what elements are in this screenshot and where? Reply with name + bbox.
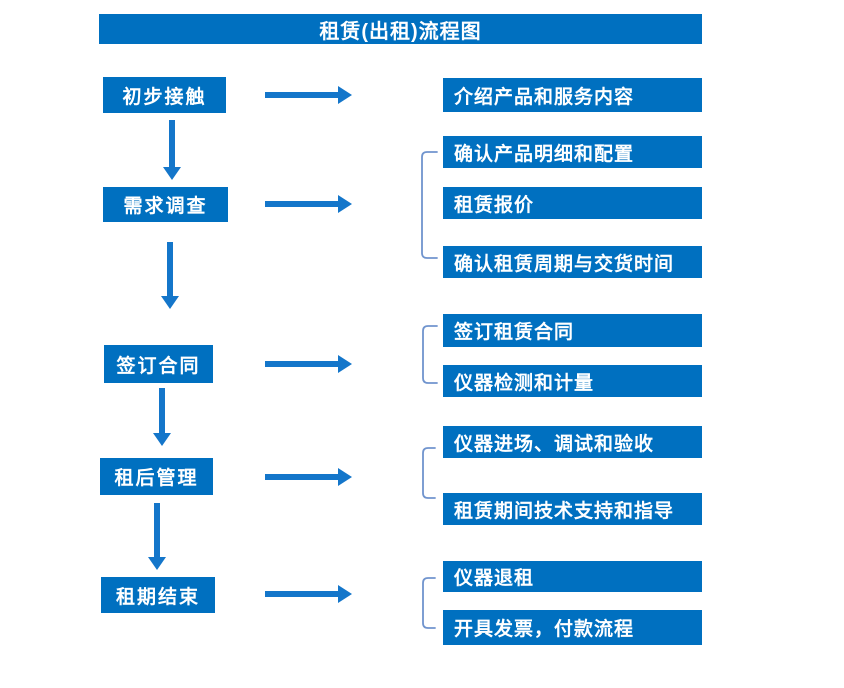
flow-arrow-right-2 <box>265 195 352 213</box>
output-box-sign-rental-contract: 签订租赁合同 <box>443 314 702 347</box>
flow-arrow-right-1 <box>265 86 352 104</box>
output-box-confirm-period-delivery: 确认租赁周期与交货时间 <box>443 246 702 278</box>
flow-arrow-right-4 <box>265 468 352 486</box>
output-box-instrument-return: 仪器退租 <box>443 561 702 592</box>
flow-arrow-down-1 <box>163 120 181 180</box>
stage-box-sign-contract: 签订合同 <box>104 345 213 383</box>
stage-box-demand-survey: 需求调查 <box>103 187 228 222</box>
group-bracket-post-rental <box>422 447 436 499</box>
output-box-rental-quote: 租赁报价 <box>443 187 702 219</box>
flow-arrow-down-4 <box>148 503 166 570</box>
group-bracket-rental-end <box>422 577 436 629</box>
stage-box-rental-end: 租期结束 <box>101 577 215 613</box>
flow-arrow-down-3 <box>153 388 171 446</box>
flowchart-title: 租赁(出租)流程图 <box>319 20 482 43</box>
output-box-invoice-payment: 开具发票，付款流程 <box>443 610 702 645</box>
output-box-instrument-testing: 仪器检测和计量 <box>443 365 702 397</box>
output-box-introduce-products: 介绍产品和服务内容 <box>443 78 702 112</box>
output-box-technical-support: 租赁期间技术支持和指导 <box>443 493 702 525</box>
flow-arrow-right-3 <box>265 355 352 373</box>
output-box-confirm-product-details: 确认产品明细和配置 <box>443 136 702 168</box>
flow-arrow-right-5 <box>265 585 352 603</box>
stage-box-initial-contact: 初步接触 <box>103 77 226 113</box>
stage-box-post-rental-management: 租后管理 <box>100 458 213 495</box>
group-bracket-sign-contract <box>422 325 438 384</box>
output-box-instrument-setup: 仪器进场、调试和验收 <box>443 426 702 458</box>
flow-arrow-down-2 <box>161 242 179 309</box>
group-bracket-demand-survey <box>421 151 438 259</box>
flowchart-title-bar: 租赁(出租)流程图 <box>99 14 702 44</box>
